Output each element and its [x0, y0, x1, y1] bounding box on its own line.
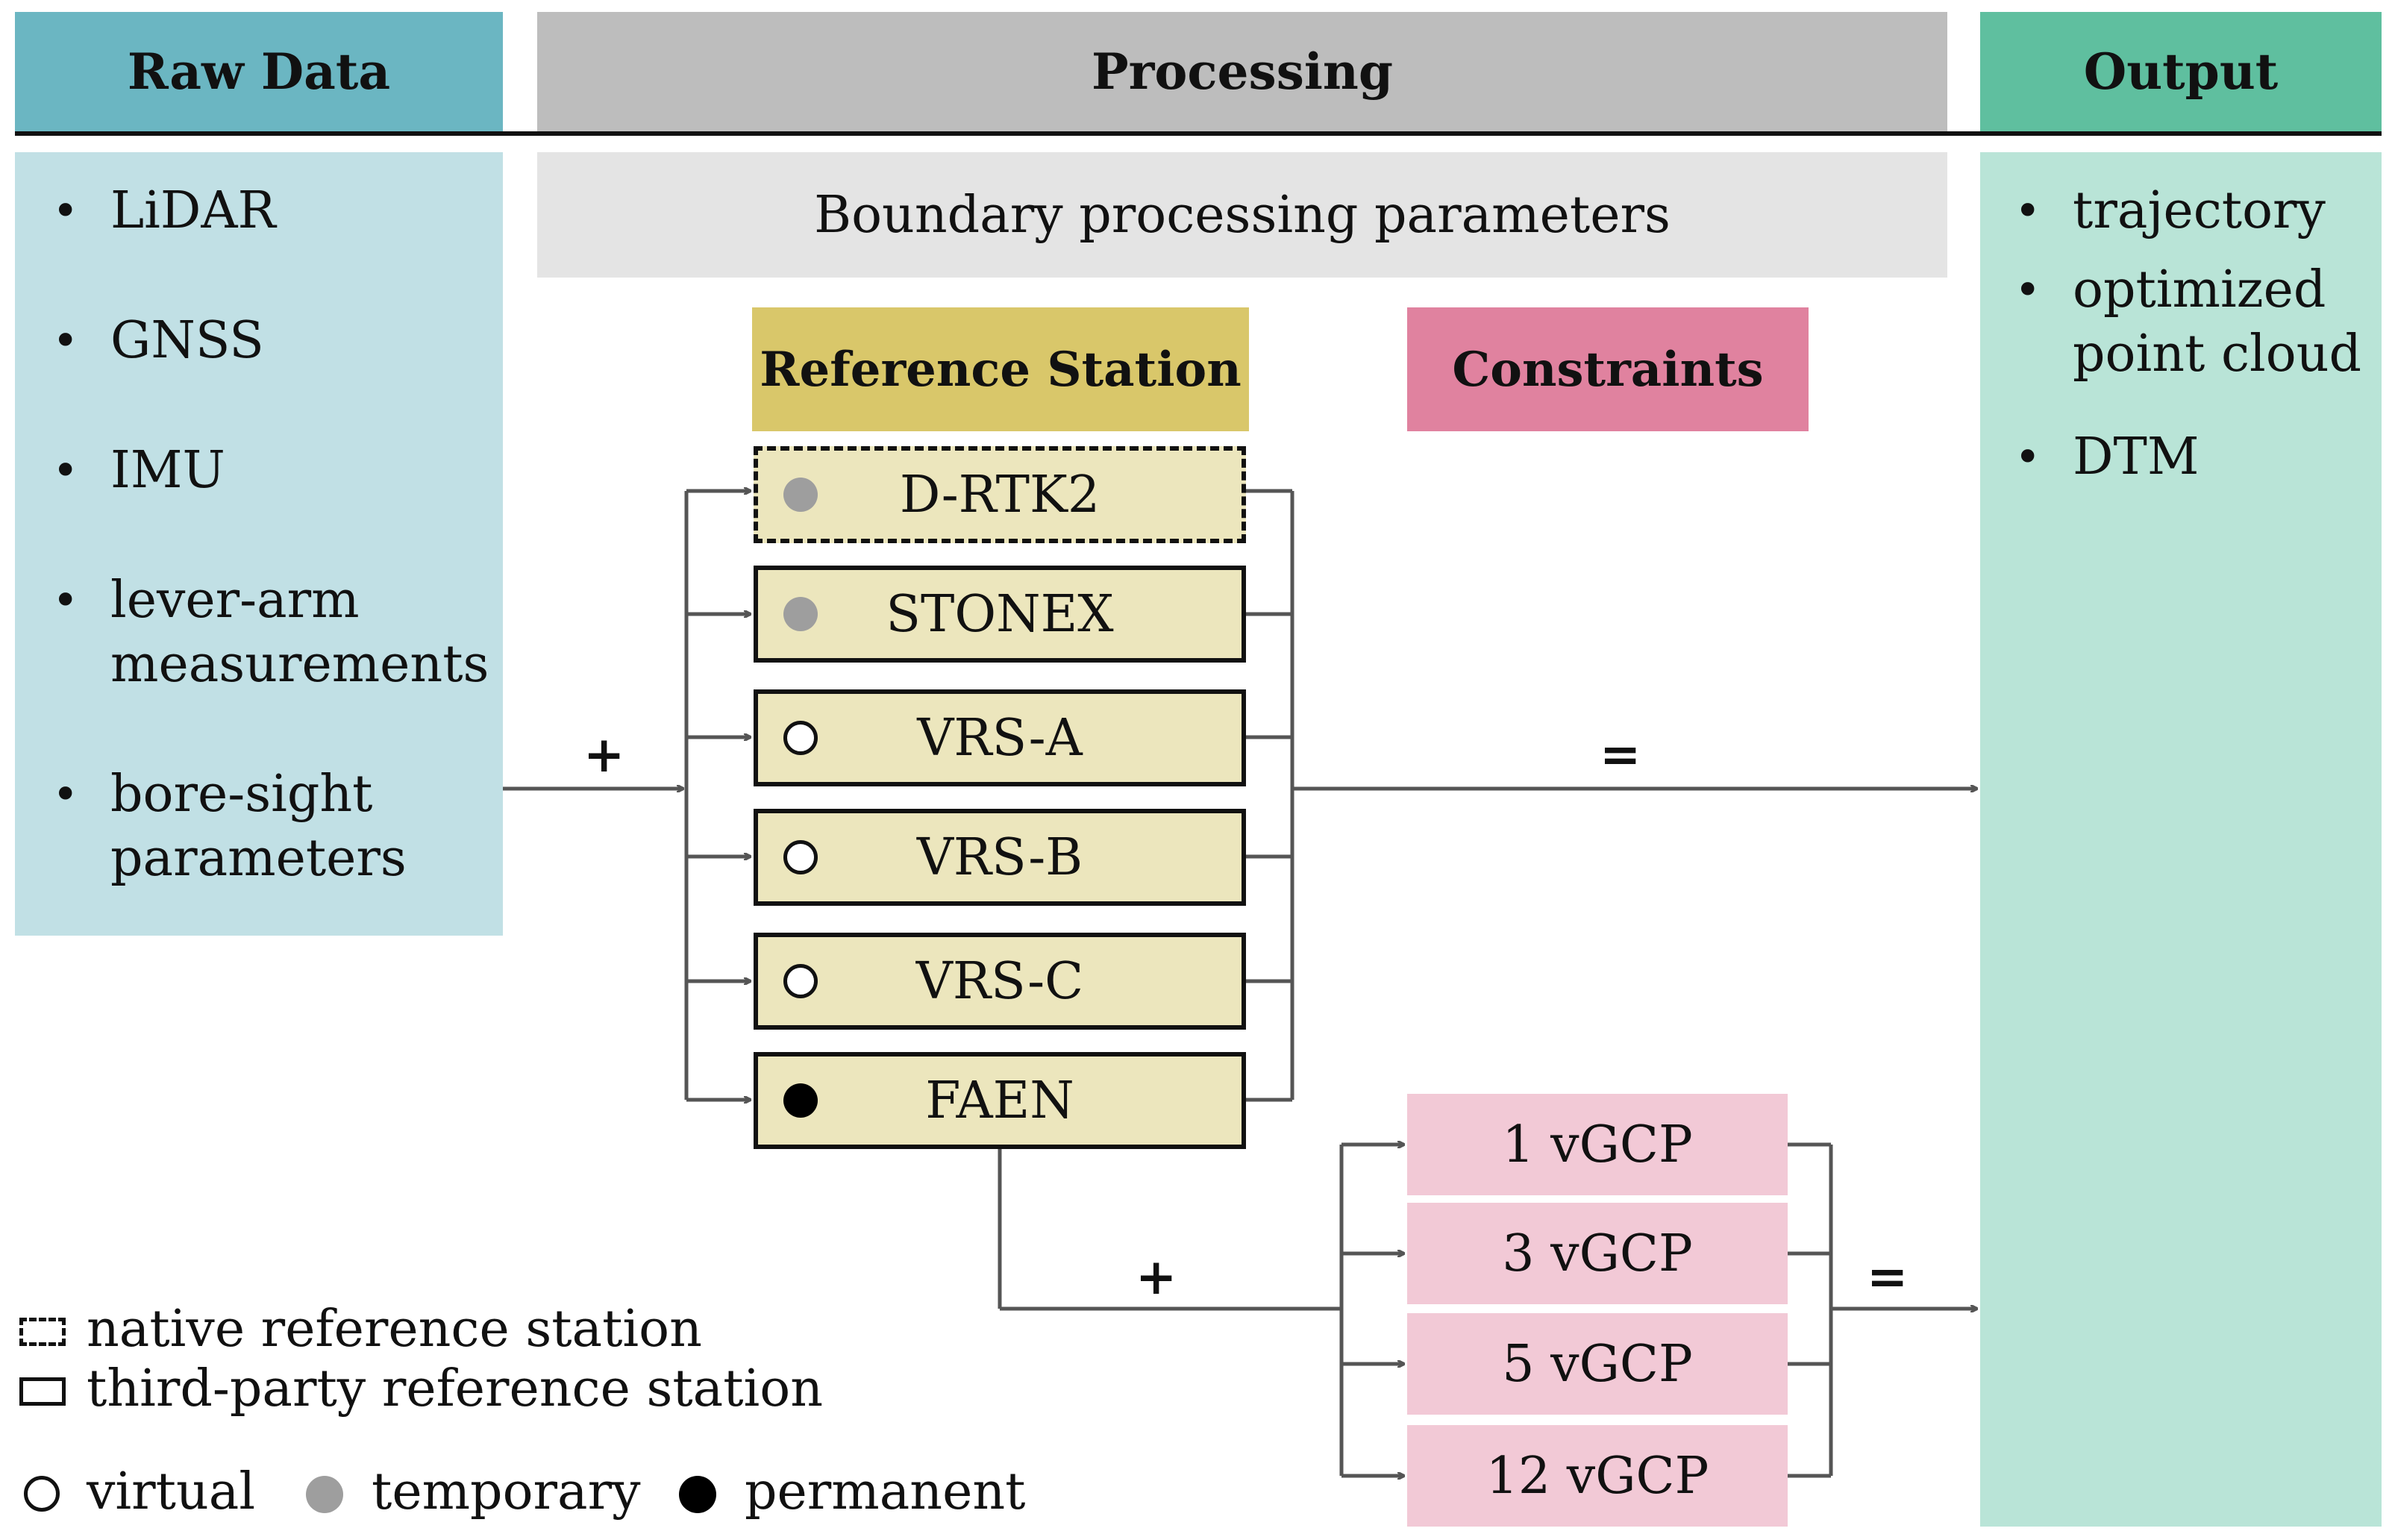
boundary-processing-parameters: Boundary processing parameters — [537, 152, 1947, 278]
temporary-dot-icon — [783, 597, 818, 631]
reference-station-header: Reference Station — [752, 307, 1249, 431]
plus-operator-faen: + — [1136, 1248, 1177, 1306]
legend-native: native reference station — [87, 1300, 702, 1359]
vgcp-12: 12 vGCP — [1407, 1425, 1788, 1527]
equals-operator-main: = — [1600, 725, 1641, 783]
legend-virtual: virtual — [87, 1462, 256, 1521]
raw-data-header: Raw Data — [15, 12, 503, 131]
virtual-dot-icon — [783, 721, 818, 755]
legend: native reference station third-party ref… — [15, 1289, 1059, 1528]
solid-frame-icon — [19, 1377, 66, 1406]
raw-item-lever-arm: • lever-arm measurements — [52, 571, 489, 694]
dashed-frame-icon — [19, 1318, 66, 1346]
equals-operator-vgcp: = — [1867, 1248, 1909, 1306]
output-item-point-cloud: • optimized point cloud — [2014, 260, 2362, 384]
virtual-dot-icon — [783, 964, 818, 998]
station-vrs-b: VRS-B — [754, 809, 1246, 906]
output-header-label: Output — [2083, 43, 2279, 101]
constraints-header: Constraints — [1407, 307, 1809, 431]
station-faen: FAEN — [754, 1052, 1246, 1149]
virtual-circle-icon — [24, 1476, 60, 1512]
vgcp-5: 5 vGCP — [1407, 1313, 1788, 1415]
temporary-dot-icon — [783, 478, 818, 512]
raw-item-gnss: • GNSS — [52, 311, 264, 370]
output-item-dtm: • DTM — [2014, 428, 2200, 486]
station-d-rtk2: D-RTK2 — [754, 446, 1246, 543]
output-header: Output — [1980, 12, 2382, 131]
output-panel: • trajectory • optimized point cloud • D… — [1980, 152, 2382, 1527]
raw-data-header-label: Raw Data — [127, 43, 391, 101]
processing-header: Processing — [537, 12, 1947, 131]
station-vrs-a: VRS-A — [754, 689, 1246, 786]
raw-item-lidar: • LiDAR — [52, 181, 276, 240]
virtual-dot-icon — [783, 840, 818, 874]
vgcp-3: 3 vGCP — [1407, 1203, 1788, 1304]
output-item-trajectory: • trajectory — [2014, 181, 2326, 240]
processing-header-label: Processing — [1091, 43, 1394, 101]
vgcp-1: 1 vGCP — [1407, 1094, 1788, 1195]
temporary-circle-icon — [306, 1476, 343, 1513]
permanent-dot-icon — [783, 1083, 818, 1118]
station-vrs-c: VRS-C — [754, 933, 1246, 1030]
raw-item-imu: • IMU — [52, 441, 225, 500]
legend-permanent: permanent — [745, 1462, 1026, 1521]
permanent-circle-icon — [679, 1476, 716, 1513]
station-stonex: STONEX — [754, 566, 1246, 663]
raw-item-bore-sight: • bore-sight parameters — [52, 765, 407, 888]
raw-data-panel: • LiDAR • GNSS • IMU • lever-arm measure… — [15, 152, 503, 936]
legend-third-party: third-party reference station — [87, 1359, 824, 1418]
header-divider — [15, 131, 2382, 136]
legend-temporary: temporary — [372, 1462, 641, 1521]
plus-operator-raw: + — [583, 725, 625, 783]
